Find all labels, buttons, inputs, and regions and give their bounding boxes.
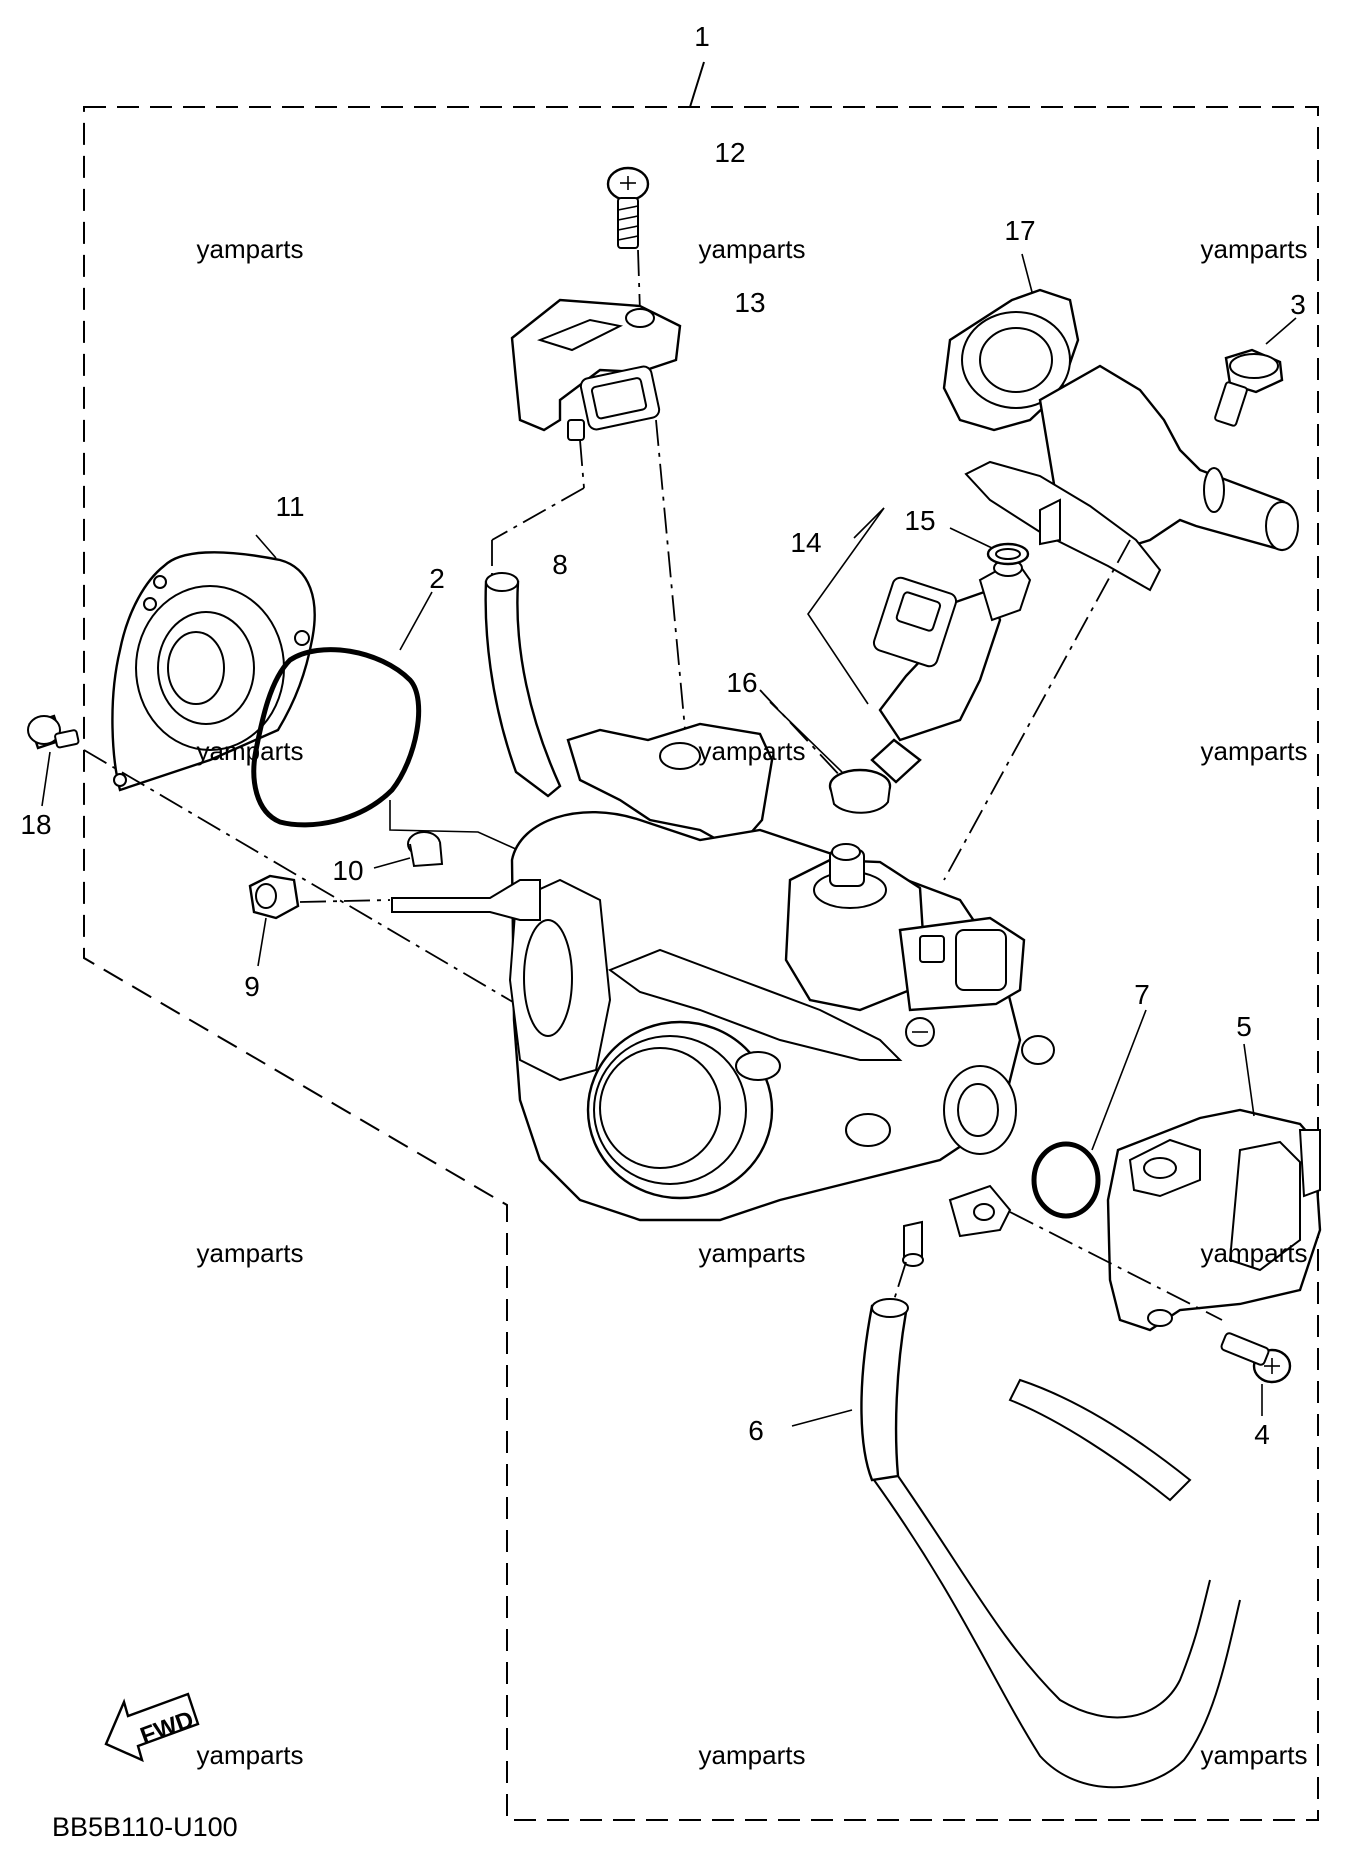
callout-14: 14 [790, 527, 821, 558]
watermark: yamparts [699, 1238, 806, 1268]
watermark: yamparts [699, 234, 806, 264]
cover-plate-11 [111, 551, 316, 792]
callout-13: 13 [734, 287, 765, 318]
callout-2: 2 [429, 563, 445, 594]
o-ring-15 [986, 542, 1030, 566]
screw-12 [606, 166, 650, 249]
hose-6 [860, 1298, 1241, 1789]
watermark: yamparts [197, 736, 304, 766]
screw-4 [1220, 1332, 1292, 1384]
intake-pressure-sensor-13 [510, 298, 682, 441]
seal-16 [828, 768, 892, 814]
callout-11: 11 [275, 491, 304, 522]
watermark: yamparts [1201, 1740, 1308, 1770]
o-ring-7 [1031, 1141, 1101, 1219]
watermark: yamparts [197, 1238, 304, 1268]
watermark: yamparts [699, 1740, 806, 1770]
callout-18: 18 [20, 809, 51, 840]
callout-12: 12 [714, 137, 745, 168]
callout-6: 6 [748, 1415, 764, 1446]
watermark: yamparts [699, 736, 806, 766]
throttle-body-1 [391, 722, 1055, 1267]
callout-7: 7 [1134, 979, 1150, 1010]
fuel-delivery-pipe-17 [942, 288, 1299, 592]
nut-9 [248, 874, 300, 920]
callout-4: 4 [1254, 1419, 1270, 1450]
callout-15: 15 [904, 505, 935, 536]
callout-3: 3 [1290, 289, 1306, 320]
cap-10 [407, 831, 444, 868]
callout-16: 16 [726, 667, 757, 698]
fwd-arrow-icon: FWD [104, 1692, 200, 1763]
callout-17: 17 [1004, 215, 1035, 246]
hose-8 [484, 572, 562, 798]
callout-9: 9 [244, 971, 260, 1002]
callout-8: 8 [552, 549, 568, 580]
throttle-position-sensor-5 [1106, 1108, 1322, 1332]
assembly-boundary [83, 106, 1319, 1821]
watermark: yamparts [1201, 234, 1308, 264]
watermark: yamparts [1201, 1238, 1308, 1268]
callout-5: 5 [1236, 1011, 1252, 1042]
watermark: yamparts [197, 234, 304, 264]
callout-10: 10 [332, 855, 363, 886]
callout-1: 1 [694, 21, 710, 52]
gasket-2 [251, 647, 422, 828]
watermark: yamparts [197, 1740, 304, 1770]
watermark: yamparts [1201, 736, 1308, 766]
bolt-3 [1214, 348, 1284, 427]
fuel-injector-14 [870, 558, 1032, 784]
diagram-code: BB5B110-U100 [52, 1812, 238, 1842]
bolt-18 [27, 714, 80, 750]
